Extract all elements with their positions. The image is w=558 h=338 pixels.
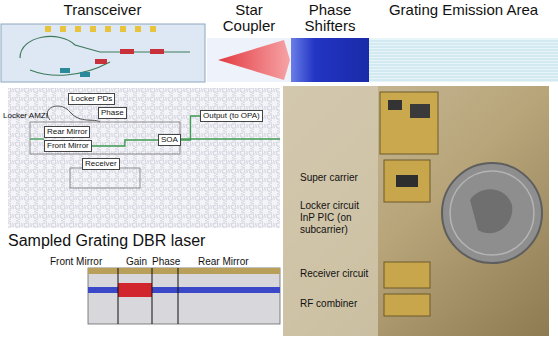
part-label: Locker circuit InP PIC (on subcarrier) [300, 200, 372, 236]
bond-pad [150, 26, 156, 32]
chip-layout-grid [8, 88, 280, 228]
subcarrier [384, 160, 430, 202]
grating-area [369, 38, 558, 82]
waveguide-connector [181, 116, 200, 140]
bond-pad [45, 26, 51, 32]
part-label: Gain [126, 256, 147, 268]
module-photo [283, 86, 549, 336]
grating-lines [369, 41, 558, 80]
waveguide-core [88, 287, 280, 293]
component-label: SOA [161, 135, 178, 145]
laser-cross-section [88, 268, 280, 324]
component-label: Phase [101, 108, 124, 118]
figure-panel: Transceiver [0, 0, 205, 82]
figure-subtitle: Sampled Grating DBR laser [8, 232, 205, 250]
panel-heading: Phase Shifters [298, 2, 362, 34]
part-label: Locker AMZI [3, 111, 48, 120]
coupler-ground [207, 38, 291, 82]
part-label: Front Mirror [50, 256, 102, 268]
gain-section [150, 49, 164, 54]
gain-region [118, 283, 152, 297]
component-box: Front Mirror [44, 140, 92, 152]
component-box: Output (to OPA) [200, 110, 263, 122]
figure-panel: Grating Emission Area [369, 0, 558, 82]
component-label: Locker PDs [71, 94, 112, 104]
chip-layout [8, 88, 280, 228]
bond-pad [135, 26, 141, 32]
phase-shifter-array [291, 38, 369, 82]
detector [80, 72, 90, 77]
amzi-waveguide [47, 106, 100, 122]
part-label: Rear Mirror [198, 256, 249, 268]
panel-heading: Star Coupler [219, 2, 279, 34]
waveguide [20, 36, 190, 58]
component-box: Receiver [82, 158, 120, 170]
component-box: Phase [98, 107, 127, 119]
bond-pad [120, 26, 126, 32]
bond-pad [75, 26, 81, 32]
coin-relief [470, 189, 512, 233]
component-label: Rear Mirror [47, 127, 87, 137]
gain-section [95, 59, 107, 64]
pic-layout [1, 24, 205, 82]
part-label: Phase [152, 256, 180, 268]
component-box: SOA [158, 134, 181, 146]
figure-panel: Phase Shifters [291, 0, 369, 82]
top-contact [88, 268, 280, 274]
receiver-outline [70, 168, 140, 188]
super-carrier [380, 92, 438, 154]
part-label: Super carrier [300, 172, 358, 184]
gain-section [120, 49, 134, 54]
bond-pad [60, 26, 66, 32]
figure-panel: Star Coupler [207, 0, 291, 82]
component-box: Locker PDs [68, 93, 115, 105]
part-label: Receiver circuit [300, 268, 368, 280]
coin [442, 163, 542, 263]
laser-outline [30, 122, 180, 154]
laser-waveguide [30, 138, 44, 139]
component-box: Rear Mirror [44, 126, 90, 138]
bond-pad [90, 26, 96, 32]
component-label: Receiver [85, 159, 117, 169]
panel-heading: Grating Emission Area [371, 2, 556, 18]
waveguide-connector [92, 140, 158, 146]
rf-combiner-board [384, 294, 430, 316]
bond-pad [105, 26, 111, 32]
chip [410, 104, 430, 118]
star-coupler-fan [218, 40, 290, 80]
section-divider [118, 268, 178, 324]
photo-light-area [283, 86, 378, 336]
panel-heading: Transceiver [3, 2, 203, 18]
part-label: RF combiner [300, 298, 357, 310]
output-waveguide [180, 138, 280, 139]
component-label: Output (to OPA) [203, 111, 260, 121]
chip [388, 100, 402, 110]
component-label: Front Mirror [47, 141, 89, 151]
inp-pic [396, 175, 418, 187]
coin-rim [450, 171, 534, 255]
receiver-board [384, 262, 430, 288]
detector [60, 68, 70, 73]
